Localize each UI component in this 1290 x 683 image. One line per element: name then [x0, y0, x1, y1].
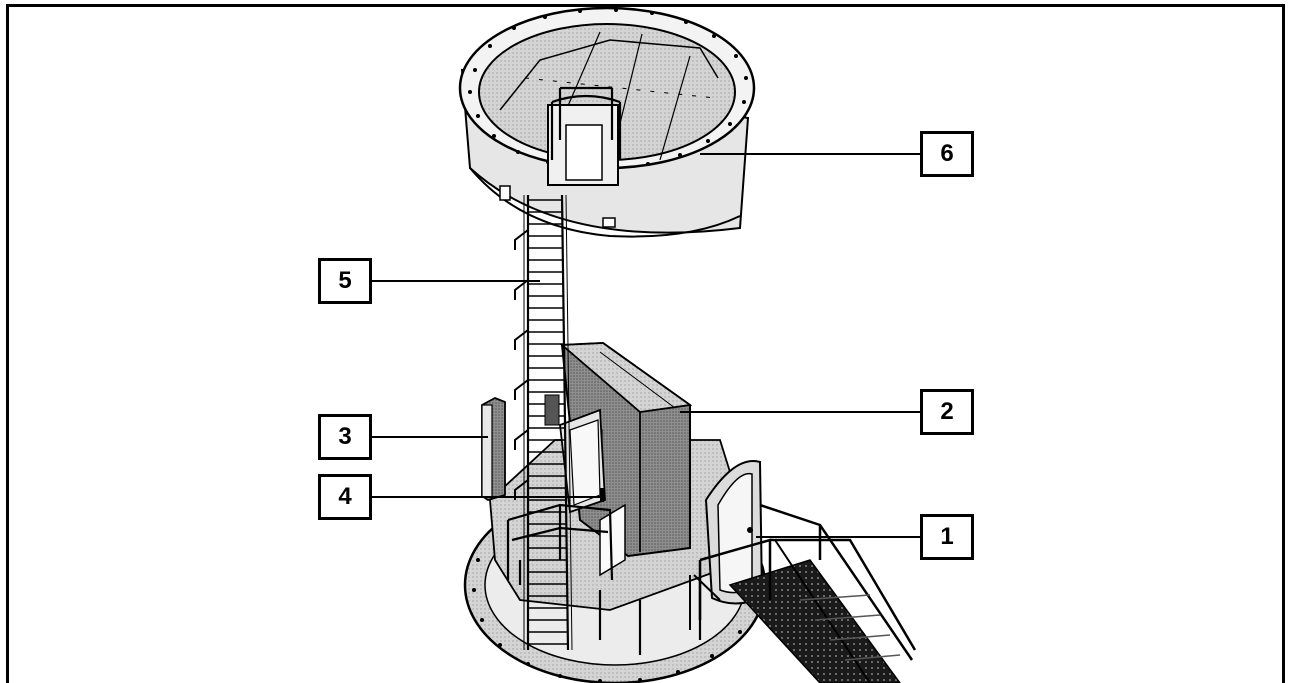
callout-6: 6 [920, 131, 974, 177]
callout-1: 1 [920, 514, 974, 560]
callout-2: 2 [920, 389, 974, 435]
callout-3: 3 [318, 414, 372, 460]
upper-platform [458, 6, 756, 238]
callout-4: 4 [318, 474, 372, 520]
entry-stairs [689, 503, 917, 683]
diagram-frame [6, 4, 1285, 683]
cabinet-4 [559, 408, 626, 577]
leader-lines [372, 153, 920, 538]
cabinet-3 [481, 397, 506, 501]
callout-5: 5 [318, 258, 372, 304]
tower-door [704, 460, 764, 605]
ladder [514, 194, 573, 651]
